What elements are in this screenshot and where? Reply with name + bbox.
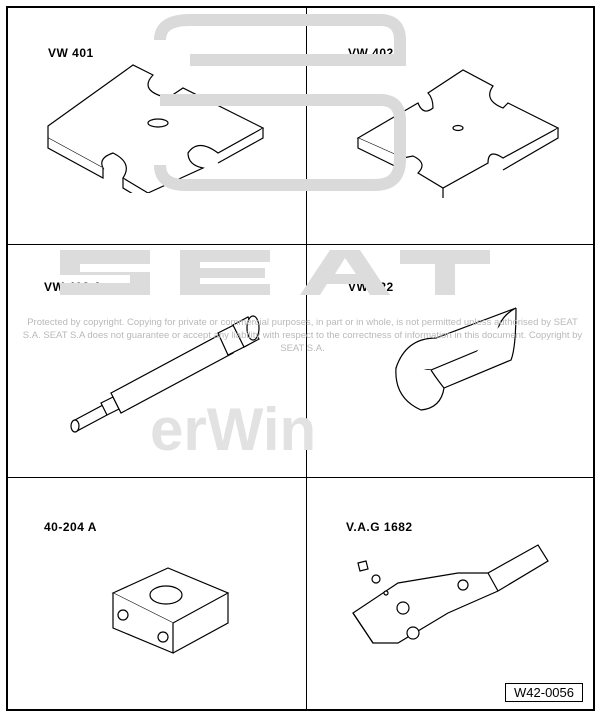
tool-image-vag1682 xyxy=(352,544,549,644)
tool-label-40204a: 40-204 A xyxy=(44,520,97,534)
illustration-frame: VW 401 VW 402 VW 408 A xyxy=(6,6,595,711)
tool-image-vw522 xyxy=(395,307,517,411)
column-divider xyxy=(306,8,307,709)
tool-label-vag1682: V.A.G 1682 xyxy=(346,520,413,534)
row-divider-1 xyxy=(8,244,593,245)
tool-image-vw408a xyxy=(70,315,260,433)
tool-image-40204a xyxy=(111,567,230,654)
tool-label-vw401: VW 401 xyxy=(48,46,94,60)
row-divider-2 xyxy=(8,477,593,478)
tool-image-vw401 xyxy=(47,64,265,193)
figure-reference: W42-0056 xyxy=(505,683,583,702)
tool-label-vw408a: VW 408 A xyxy=(44,280,103,294)
tool-image-vw402 xyxy=(356,69,560,198)
tool-label-vw522: VW 522 xyxy=(348,280,394,294)
